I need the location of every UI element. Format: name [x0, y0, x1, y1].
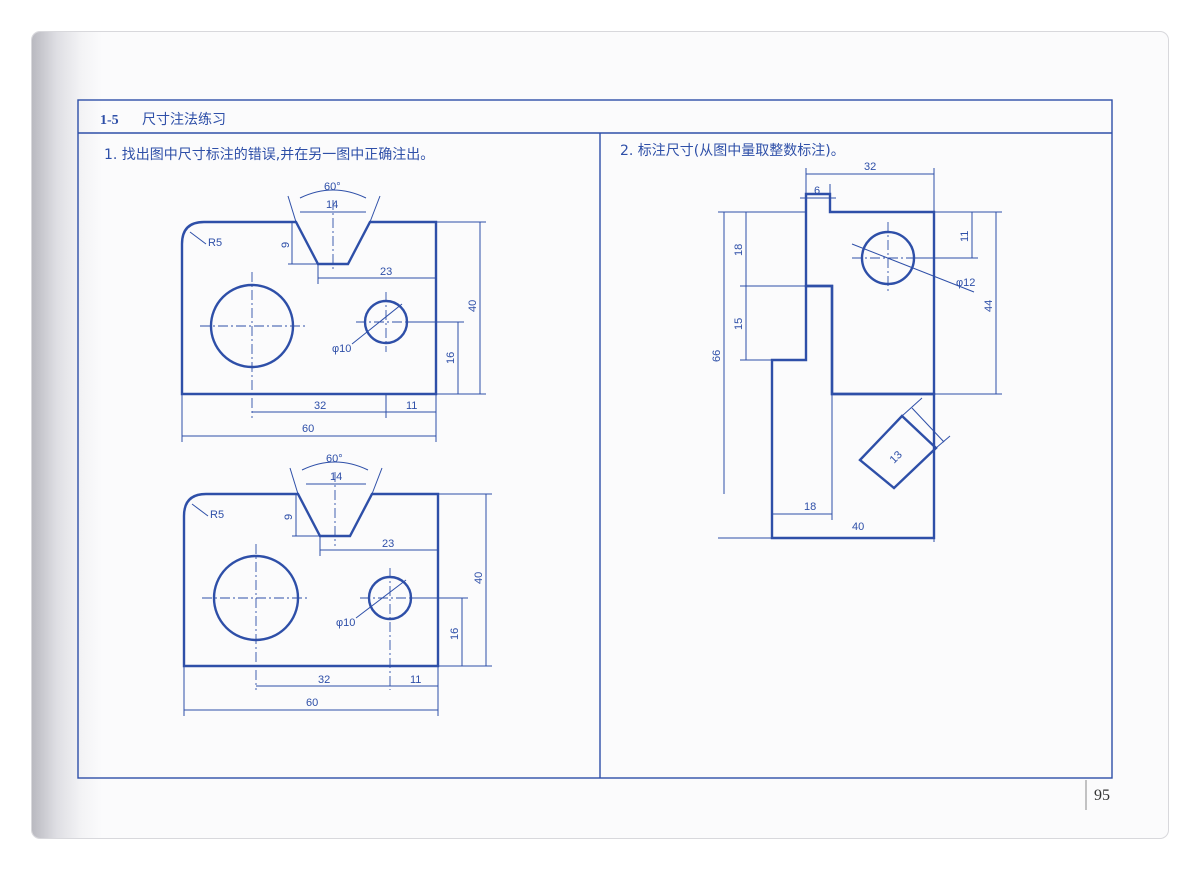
figure-a-slot-depth-label: 9 [280, 242, 292, 248]
figure-c-slot-width-label: 13 [888, 449, 905, 466]
figure-c-total-height-label: 66 [711, 350, 723, 362]
section-title: 尺寸注法练习 [142, 112, 226, 128]
figure-b-hole-x-label: 32 [318, 674, 330, 686]
figure-c-upper-height-label: 18 [733, 244, 745, 256]
figure-b-hole-height-label: 16 [449, 628, 461, 640]
figure-c-hole-dia-label: φ12 [956, 277, 975, 289]
figure-b-hole-offset-label: 23 [382, 538, 394, 550]
figure-a-hole-height-label: 16 [445, 352, 457, 364]
figure-c-top-width-label: 32 [864, 161, 876, 173]
figure-b-corrected: 60° 14 9 R5 23 φ10 40 16 32 11 [182, 453, 492, 716]
figure-b-right-offset-label: 11 [410, 674, 421, 686]
page-binding-shadow [32, 32, 102, 838]
figure-a-hole-x-label: 32 [314, 400, 326, 412]
exercise-frame [77, 99, 1113, 779]
figure-c-right-height-label: 44 [983, 300, 995, 312]
figure-b-angle-label: 60° [326, 453, 343, 465]
figure-a-erroneous: 60° 14 9 R5 23 φ10 40 16 32 11 [180, 181, 486, 442]
figure-a-radius-label: R5 [208, 237, 222, 249]
figure-c-to-dimension: 32 6 11 φ12 44 18 15 66 13 18 [711, 161, 1002, 542]
figure-a-width-label: 60 [302, 423, 314, 435]
figure-c-hole-top-label: 11 [959, 231, 971, 242]
figure-c-mid-height-label: 15 [733, 318, 745, 330]
figure-a-angle-label: 60° [324, 181, 341, 193]
figure-c-notch-width-label: 6 [814, 185, 820, 197]
figure-a-height-label: 40 [467, 300, 479, 312]
figure-a-right-offset-label: 11 [406, 400, 417, 412]
figure-a-hole-offset-label: 23 [380, 266, 392, 278]
question-2: 2. 标注尺寸(从图中量取整数标注)。 [620, 143, 845, 159]
figure-a-slot-top-label: 14 [326, 199, 338, 211]
figure-b-width-label: 60 [306, 697, 318, 709]
figure-b-slot-depth-label: 9 [283, 514, 295, 520]
figure-b-radius-label: R5 [210, 509, 224, 521]
figure-c-bottom-width-label: 40 [852, 521, 864, 533]
figure-b-height-label: 40 [473, 572, 485, 584]
section-number: 1-5 [100, 113, 119, 128]
figure-c-bottom-step-label: 18 [804, 501, 816, 513]
page-number: 95 [1094, 787, 1110, 804]
figure-b-hole-dia-label: φ10 [336, 617, 355, 629]
figure-a-hole-dia-label: φ10 [332, 343, 351, 355]
figure-c-lower-body [770, 284, 936, 540]
figure-c-upper-body [804, 192, 936, 396]
figure-b-slot-top-label: 14 [330, 471, 342, 483]
question-1: 1. 找出图中尺寸标注的错误,并在另一图中正确注出。 [104, 147, 434, 163]
